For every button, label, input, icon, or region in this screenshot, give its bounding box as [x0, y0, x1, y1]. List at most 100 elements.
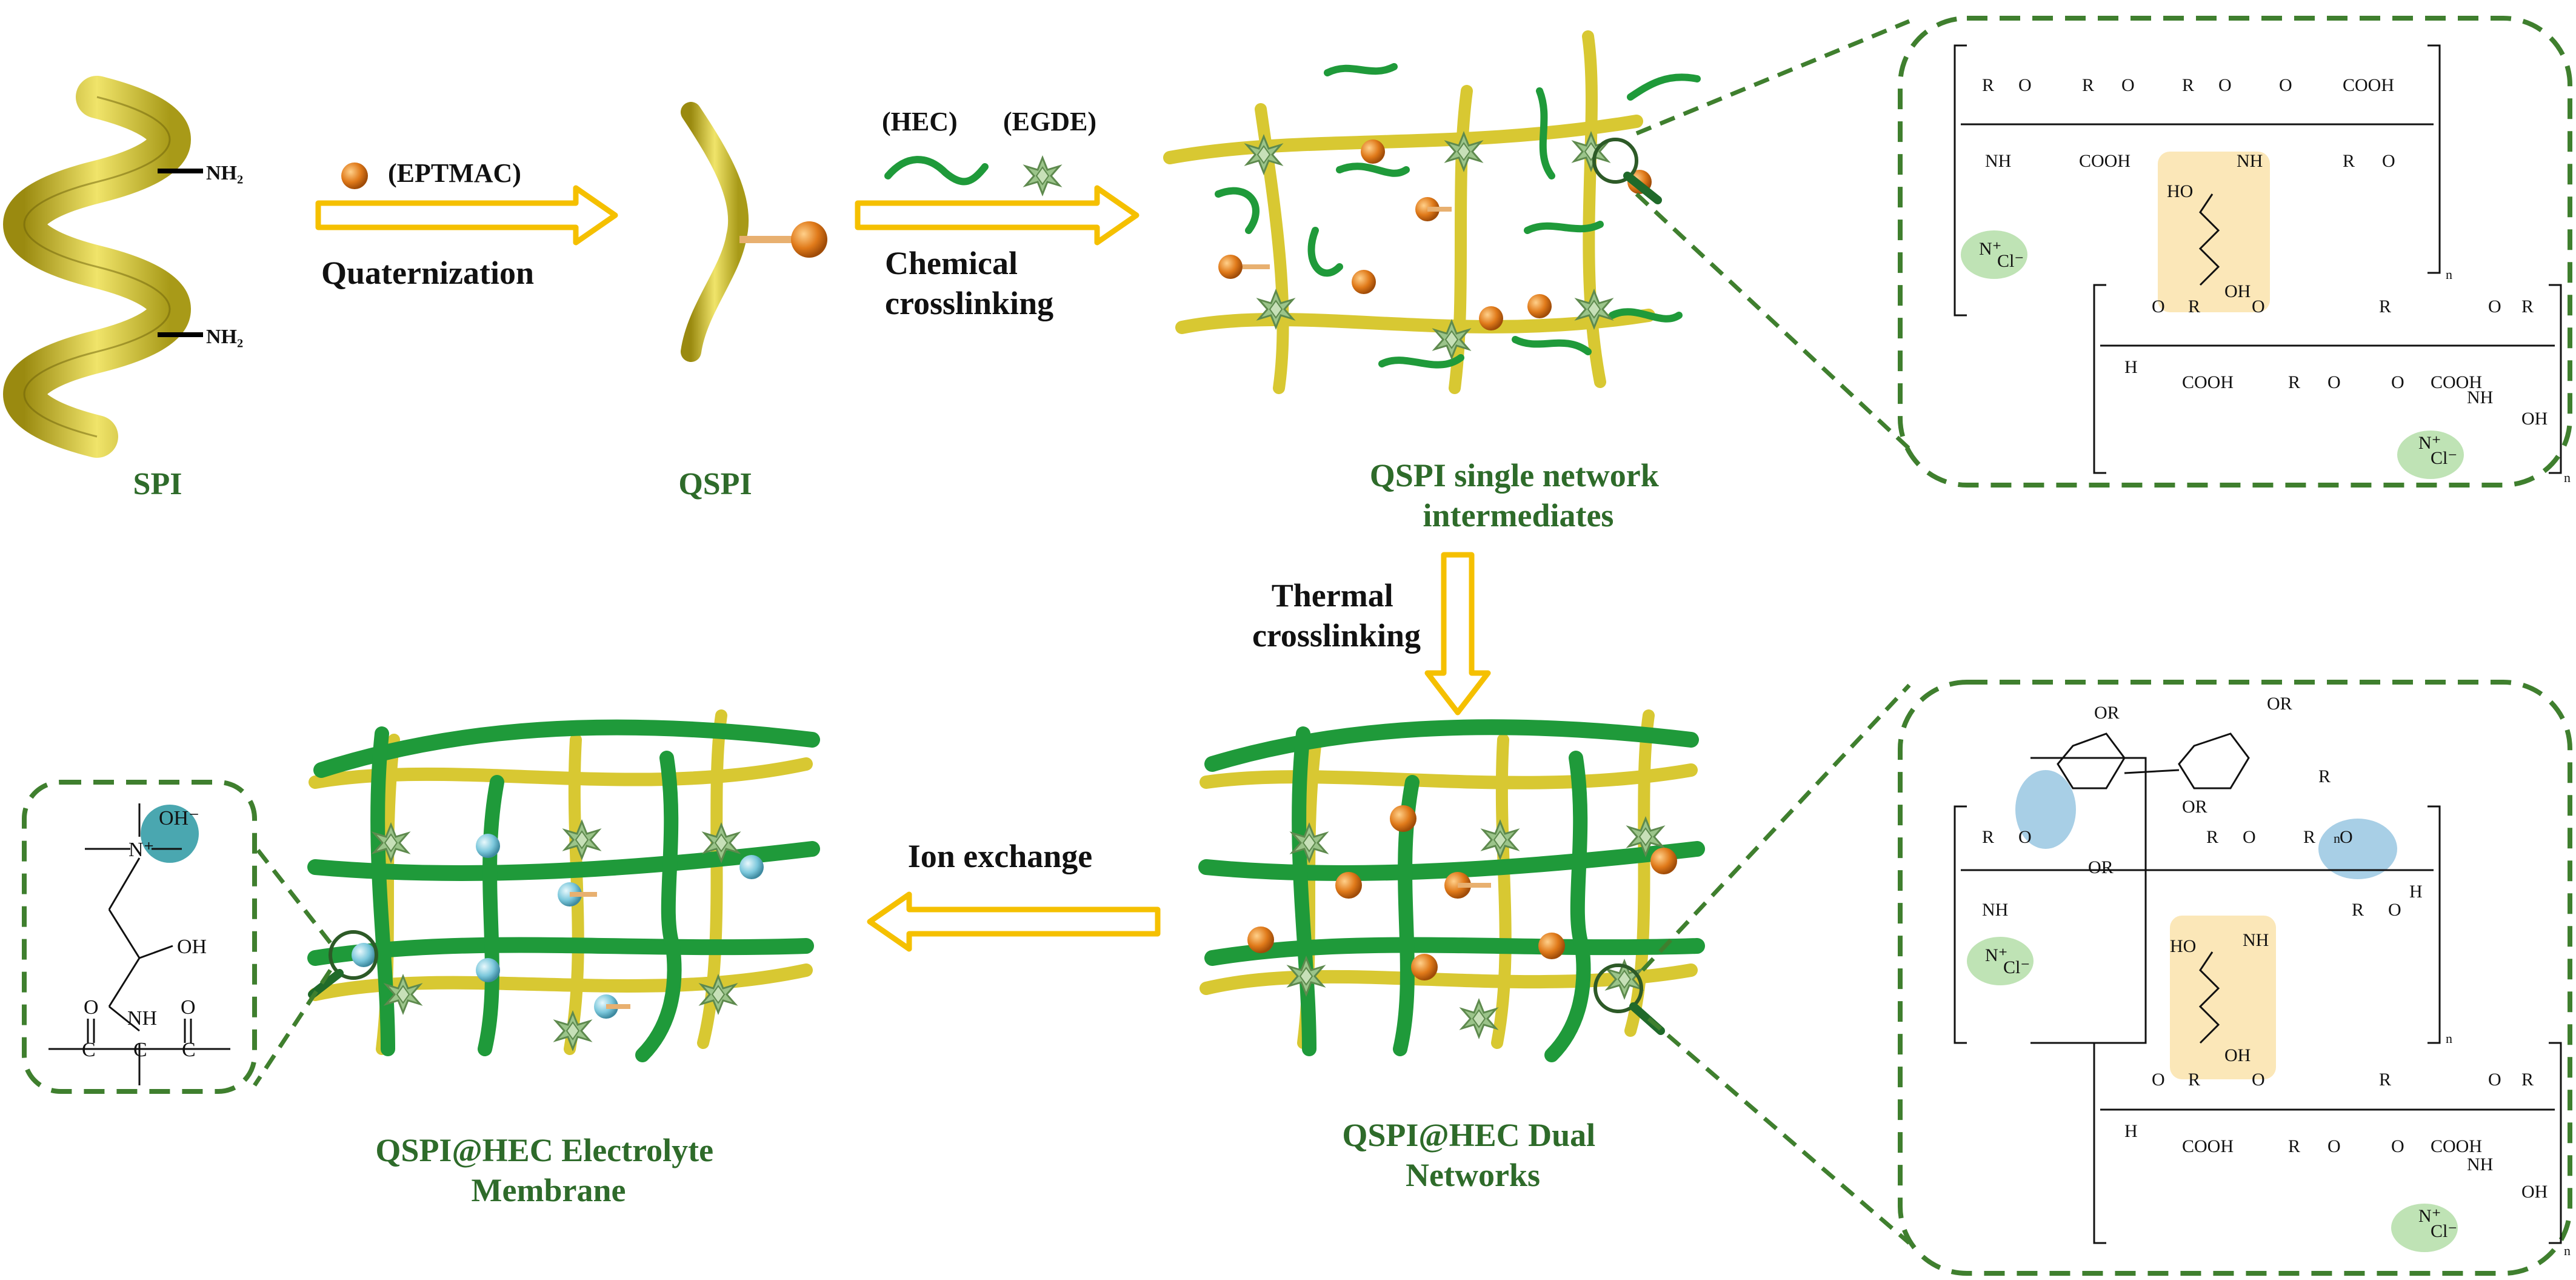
chem-nplus-5: N⁺ — [128, 839, 155, 861]
chem-nsub-4: n — [2446, 1031, 2452, 1046]
chem-o-2: O — [2121, 75, 2135, 95]
electrolyte-membrane-line1: QSPI@HEC Electrolyte — [375, 1132, 713, 1168]
chem-cooh-5: COOH — [2182, 1136, 2234, 1156]
chem-o-16: O — [2252, 1070, 2265, 1090]
chem-o-9: O — [2327, 372, 2341, 392]
chem-clminus-4: Cl⁻ — [2431, 1221, 2457, 1241]
chem-nh-3: NH — [2467, 387, 2493, 407]
chem-or-2: OR — [2267, 694, 2292, 714]
hec-chain-icon — [884, 156, 989, 186]
zoom-line-bottom-b — [1647, 1017, 1911, 1245]
chem-nh-4: NH — [1982, 900, 2008, 920]
chemical-crosslinking-line2: crosslinking — [885, 285, 1053, 321]
chem-o-12: O — [2243, 827, 2256, 847]
chem-r-3: R — [2182, 75, 2194, 95]
hydroxide-structure-box: OH⁻ N⁺ OH NH O O C C C — [22, 780, 257, 1094]
electrolyte-membrane-line2: Membrane — [472, 1172, 626, 1208]
chem-o-14: O — [2388, 900, 2401, 920]
chem-ho-1: HO — [2167, 181, 2193, 201]
qspi-label: QSPI — [678, 467, 752, 501]
quaternization-label: Quaternization — [321, 255, 534, 291]
chem-o-20: O — [84, 996, 99, 1019]
chem-r-14: R — [2188, 1070, 2200, 1090]
chem-nh-6: NH — [2467, 1154, 2493, 1174]
chem-clminus-3: Cl⁻ — [2003, 957, 2030, 977]
chem-h-2: H — [2409, 882, 2423, 902]
zoom-line-left-b — [253, 969, 332, 1087]
chem-o-18: O — [2327, 1136, 2341, 1156]
dual-networks-line1: QSPI@HEC Dual — [1342, 1117, 1595, 1153]
single-network-illustration — [1163, 30, 1701, 394]
single-network-label: QSPI single network intermediates — [1370, 457, 1667, 534]
dual-networks-label: QSPI@HEC Dual Networks — [1342, 1117, 1603, 1193]
chem-o-19: O — [2391, 1136, 2404, 1156]
egde-star-icon — [1024, 156, 1061, 195]
chem-nplus-4: N⁺ — [2418, 1206, 2441, 1226]
chem-r-2: R — [2082, 75, 2094, 95]
chem-oh-4: OH — [2521, 1182, 2548, 1202]
thermal-crosslinking-arrow-icon — [1424, 552, 1491, 715]
single-network-structure-box: R O R O R O O COOH NH COOH NH R O HO N⁺ … — [1898, 16, 2572, 488]
chem-o-11: O — [2018, 827, 2032, 847]
chem-o-10: O — [2391, 372, 2404, 392]
electrolyte-membrane-label: QSPI@HEC Electrolyte Membrane — [375, 1132, 721, 1208]
chem-nsub-3: n — [2334, 831, 2340, 846]
thermal-crosslinking-label: Thermal crosslinking — [1252, 577, 1421, 654]
chem-r-16: R — [2521, 1070, 2534, 1090]
dual-networks-line2: Networks — [1406, 1157, 1540, 1193]
chem-r-4: R — [2343, 151, 2355, 171]
chem-nplus-3: N⁺ — [1985, 945, 2008, 965]
chem-c-1: C — [82, 1039, 96, 1061]
chem-nh-2: NH — [2237, 151, 2263, 171]
quaternization-arrow-icon — [315, 185, 618, 246]
chem-nh-7: NH — [127, 1007, 157, 1030]
chem-r-11: R — [2206, 827, 2218, 847]
zoom-line-left-a — [253, 844, 332, 945]
chem-o-15: O — [2152, 1070, 2165, 1090]
chem-r-17: R — [2288, 1136, 2300, 1156]
ion-exchange-arrow-icon — [867, 891, 1161, 952]
chem-r-9: R — [2318, 766, 2331, 786]
chem-r-15: R — [2379, 1070, 2391, 1090]
dual-network-structure-box: OR OR R OR OR n R O R O R O NH R O H HO … — [1898, 680, 2572, 1276]
chemical-crosslinking-arrow-icon — [855, 185, 1140, 246]
dual-network-illustration — [1198, 709, 1705, 1062]
zoom-line-top-b — [1635, 192, 1911, 451]
chem-r-6: R — [2379, 297, 2391, 317]
chem-r-12: R — [2303, 827, 2315, 847]
spi-label: SPI — [133, 467, 182, 501]
thermal-crosslinking-line1: Thermal — [1272, 577, 1393, 614]
chem-nsub-2: n — [2564, 470, 2571, 485]
chem-oh-1: OH — [2224, 281, 2251, 301]
chem-nplus-1: N⁺ — [1979, 239, 2002, 259]
chem-r-7: R — [2521, 297, 2534, 317]
chem-o-17: O — [2488, 1070, 2501, 1090]
single-network-line2: intermediates — [1423, 497, 1614, 534]
chemical-crosslinking-line1: Chemical — [885, 245, 1018, 281]
eptmac-label: (EPTMAC) — [388, 158, 521, 188]
chem-oh-3: OH — [2224, 1045, 2251, 1065]
chem-ohminus-1: OH⁻ — [159, 807, 199, 829]
single-network-line1: QSPI single network — [1370, 457, 1659, 494]
chem-cooh-2: COOH — [2079, 151, 2131, 171]
chem-cooh-4: COOH — [2431, 372, 2482, 392]
chem-nh-5: NH — [2243, 930, 2269, 950]
chem-or-1: OR — [2094, 703, 2120, 723]
chem-clminus-1: Cl⁻ — [1997, 251, 2024, 271]
zoom-line-bottom-a — [1641, 683, 1911, 972]
nh2-bottom-label: NH₂ — [206, 326, 243, 348]
chem-cooh-3: COOH — [2182, 372, 2234, 392]
chem-r-5: R — [2188, 297, 2200, 317]
chem-r-8: R — [2288, 372, 2300, 392]
chem-r-13: R — [2352, 900, 2364, 920]
chem-oh-5: OH — [177, 936, 207, 958]
chem-ho-2: HO — [2170, 936, 2196, 956]
chem-r-1: R — [1982, 75, 1994, 95]
chem-c-2: C — [133, 1039, 147, 1061]
chem-o-6: O — [2152, 297, 2165, 317]
chem-oh-2: OH — [2521, 409, 2548, 429]
nh2-top-label: NH₂ — [206, 162, 243, 184]
chem-o-3: O — [2218, 75, 2232, 95]
chem-h-3: H — [2124, 1121, 2138, 1141]
